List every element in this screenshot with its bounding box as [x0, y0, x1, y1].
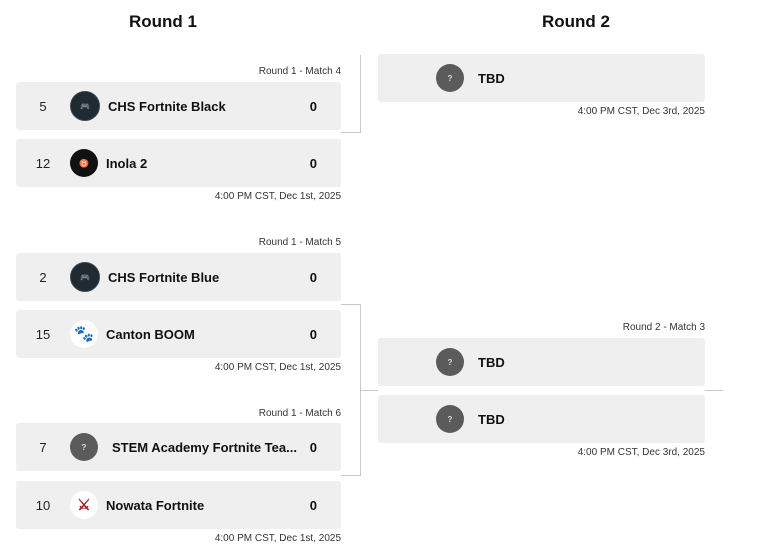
team-seed: 12 — [35, 155, 51, 171]
match-time: 4:00 PM CST, Dec 1st, 2025 — [214, 362, 341, 373]
match-time: 4:00 PM CST, Dec 1st, 2025 — [214, 533, 341, 544]
connector-line — [341, 304, 361, 305]
round-2-title: Round 2 — [542, 12, 610, 31]
match-time: 4:00 PM CST, Dec 3rd, 2025 — [577, 447, 705, 458]
team-row[interactable]: 15 🐾 Canton BOOM 0 — [16, 310, 341, 358]
controller-logo-icon: 🎮 — [70, 91, 100, 121]
controller-logo-icon: 🎮 — [70, 262, 100, 292]
team-row[interactable]: 7 ? STEM Academy Fortnite Tea... 0 — [16, 423, 341, 471]
match-label: Round 1 - Match 4 — [258, 66, 341, 77]
connector-line — [360, 55, 361, 133]
placeholder-logo-icon: ? — [436, 64, 464, 92]
connector-line — [705, 390, 723, 391]
match-label: Round 1 - Match 6 — [258, 408, 341, 419]
match-time: 4:00 PM CST, Dec 1st, 2025 — [214, 191, 341, 202]
team-row[interactable]: 2 🎮 CHS Fortnite Blue 0 — [16, 253, 341, 301]
team-name[interactable]: STEM Academy Fortnite Tea... — [112, 439, 297, 455]
placeholder-logo-icon: ? — [436, 348, 464, 376]
team-name[interactable]: Inola 2 — [106, 155, 148, 171]
team-row[interactable]: ? TBD — [378, 338, 705, 386]
team-seed: 2 — [39, 269, 47, 285]
team-score: 0 — [309, 497, 317, 513]
team-name[interactable]: CHS Fortnite Black — [108, 98, 226, 114]
team-name[interactable]: TBD — [478, 354, 505, 370]
match-time: 4:00 PM CST, Dec 3rd, 2025 — [577, 106, 705, 117]
team-row[interactable]: 12 ♉ Inola 2 0 — [16, 139, 341, 187]
team-seed: 7 — [39, 439, 47, 455]
placeholder-logo-icon: ? — [70, 433, 98, 461]
connector-line — [341, 132, 361, 133]
team-row[interactable]: 5 🎮 CHS Fortnite Black 0 — [16, 82, 341, 130]
connector-line — [341, 475, 361, 476]
team-score: 0 — [309, 98, 317, 114]
team-score: 0 — [309, 269, 317, 285]
match-label: Round 2 - Match 3 — [622, 322, 705, 333]
match-label: Round 1 - Match 5 — [258, 237, 341, 248]
team-row[interactable]: ? TBD — [378, 54, 705, 102]
team-seed: 10 — [35, 497, 51, 513]
team-name[interactable]: TBD — [478, 411, 505, 427]
team-name[interactable]: CHS Fortnite Blue — [108, 269, 220, 285]
longhorn-logo-icon: ♉ — [70, 149, 98, 177]
team-score: 0 — [309, 439, 317, 455]
team-row[interactable]: ? TBD — [378, 395, 705, 443]
team-name[interactable]: TBD — [478, 70, 505, 86]
warrior-logo-icon: ⚔ — [70, 491, 98, 519]
placeholder-logo-icon: ? — [436, 405, 464, 433]
team-seed: 5 — [39, 98, 47, 114]
team-score: 0 — [309, 155, 317, 171]
round-1-title: Round 1 — [129, 12, 197, 31]
team-row[interactable]: 10 ⚔ Nowata Fortnite 0 — [16, 481, 341, 529]
team-score: 0 — [309, 326, 317, 342]
connector-line — [360, 390, 378, 391]
team-name[interactable]: Canton BOOM — [106, 326, 195, 342]
paw-logo-icon: 🐾 — [70, 320, 98, 348]
team-name[interactable]: Nowata Fortnite — [106, 497, 205, 513]
team-seed: 15 — [35, 326, 51, 342]
